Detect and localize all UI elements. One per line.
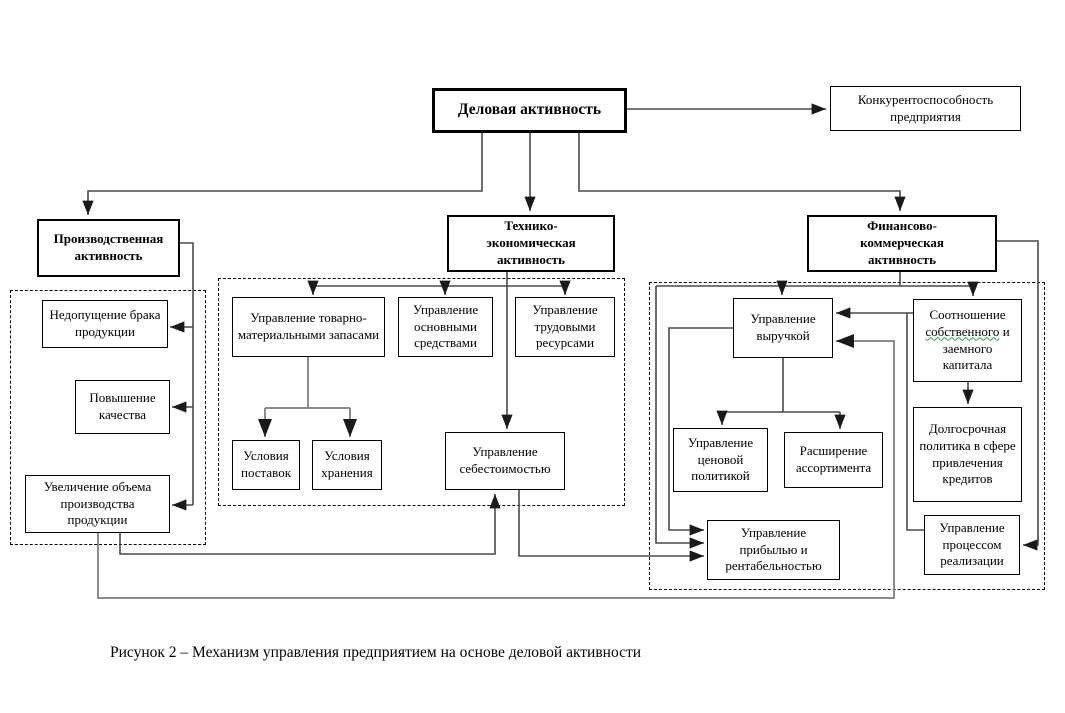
group-financial-commercial <box>649 282 1045 590</box>
node-capital-ratio: Соотношение собственного и заемного капи… <box>913 299 1022 382</box>
node-sales-process: Управление процессом реализации <box>924 515 1020 575</box>
node-defect-prevention: Недопущение брака продукции <box>42 300 168 348</box>
node-profit-mgmt: Управление прибылью и рентабельностью <box>707 520 840 580</box>
node-assortment-expansion: Расширение ассортимента <box>784 432 883 488</box>
misspelled-word: собственного <box>925 323 1000 339</box>
node-fixed-assets: Управление основными средствами <box>398 297 493 357</box>
node-storage-terms: Условия хранения <box>312 440 382 490</box>
node-revenue-mgmt: Управление выручкой <box>733 298 833 358</box>
group-production-activity <box>10 290 206 545</box>
node-technical-economic: Технико-экономическая активность <box>447 215 615 272</box>
edge-fin-to-sales-process <box>997 240 1039 551</box>
capital-ratio-text: Соотношение собственного и заемного капи… <box>925 306 1010 373</box>
node-financial-commercial: Финансово-коммерческая активность <box>807 215 997 272</box>
group-technical-economic <box>218 278 625 506</box>
node-production-activity: Производственная активность <box>37 219 180 277</box>
node-supply-terms: Условия поставок <box>232 440 300 490</box>
node-competitiveness: Конкурентоспособность предприятия <box>830 86 1021 131</box>
node-cost-mgmt: Управление себестоимостью <box>445 432 565 490</box>
edge-volume-to-revenue <box>97 334 895 599</box>
edge-inventory-branch <box>265 357 350 409</box>
edge-fin-to-profit-mgmt <box>655 286 704 549</box>
node-quality-improvement: Повышение качества <box>75 380 170 434</box>
edge-revenue-branch <box>722 358 840 413</box>
edge-sales-process-link <box>906 313 924 531</box>
node-credit-policy: Долгосрочная политика в сфере привлечени… <box>913 407 1022 502</box>
node-business-activity: Деловая активность <box>432 88 627 133</box>
node-inventory-mgmt: Управление товарно-материальными запасам… <box>232 297 385 357</box>
edge-revenue-to-profit <box>668 327 733 536</box>
edge-to-financial-commercial <box>578 133 906 211</box>
edge-production-trunk <box>180 242 194 505</box>
edge-cost-to-profit <box>518 490 704 562</box>
node-pricing-policy: Управление ценовой политикой <box>673 428 768 492</box>
figure-caption: Рисунок 2 – Механизм управления предприя… <box>110 644 642 661</box>
node-labor-resources: Управление трудовыми ресурсами <box>515 297 615 357</box>
edge-volume-to-cost-mgmt <box>119 494 501 555</box>
edge-to-production-activity <box>82 133 483 215</box>
edge-fin-branch <box>656 272 973 287</box>
node-volume-increase: Увеличение объема производства продукции <box>25 475 170 533</box>
